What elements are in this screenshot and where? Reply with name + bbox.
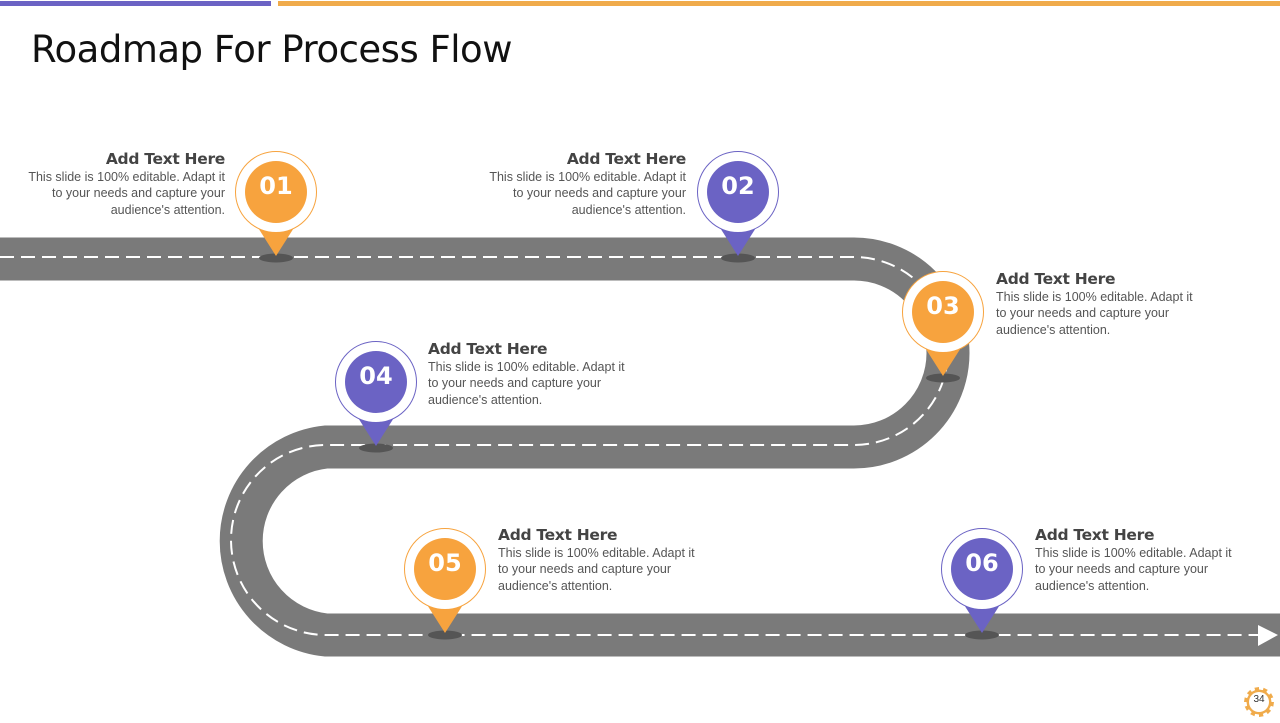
pin-inner-circle xyxy=(345,351,407,413)
step-heading: Add Text Here xyxy=(996,270,1116,288)
step-number: 05 xyxy=(428,549,462,577)
pin-shadow xyxy=(428,630,462,640)
step-description: This slide is 100% editable. Adapt it to… xyxy=(428,360,625,407)
step-heading: Add Text Here xyxy=(566,150,686,168)
pin-inner-circle xyxy=(912,281,974,343)
gear-icon xyxy=(1244,687,1274,717)
step-marker-04: 04 xyxy=(334,340,418,454)
pin-inner-circle xyxy=(414,538,476,600)
pin-shadow xyxy=(359,443,393,453)
slide-title: Roadmap For Process Flow xyxy=(31,28,512,71)
pin-inner-circle xyxy=(707,161,769,223)
step-text-01: Add Text Here This slide is 100% editabl… xyxy=(25,150,225,218)
step-marker-02: 02 xyxy=(696,150,780,264)
pin-shadow xyxy=(965,630,999,640)
pin-inner-circle xyxy=(245,161,307,223)
step-text-05: Add Text Here This slide is 100% editabl… xyxy=(498,526,698,594)
pin-shadow xyxy=(721,253,755,263)
page-number-badge: 34 xyxy=(1243,686,1275,718)
step-number: 04 xyxy=(359,362,393,390)
map-pin-icon xyxy=(697,151,779,263)
map-pin-icon xyxy=(235,151,317,263)
step-number: 06 xyxy=(965,549,999,577)
step-description: This slide is 100% editable. Adapt it to… xyxy=(996,290,1193,337)
pin-shadow xyxy=(259,253,293,263)
road-arrow-icon xyxy=(1258,625,1278,646)
pin-shadow xyxy=(926,373,960,383)
step-marker-05: 05 xyxy=(403,527,487,641)
step-description: This slide is 100% editable. Adapt it to… xyxy=(498,546,695,593)
step-heading: Add Text Here xyxy=(105,150,225,168)
step-number: 02 xyxy=(721,172,755,200)
step-text-06: Add Text Here This slide is 100% editabl… xyxy=(1035,526,1235,594)
step-number: 01 xyxy=(259,172,293,200)
top-accent-bar-purple xyxy=(0,1,271,6)
step-heading: Add Text Here xyxy=(1035,526,1155,544)
map-pin-icon xyxy=(335,341,417,453)
step-text-04: Add Text Here This slide is 100% editabl… xyxy=(428,340,628,408)
map-pin-icon xyxy=(941,528,1023,640)
step-heading: Add Text Here xyxy=(498,526,618,544)
step-number: 03 xyxy=(926,292,960,320)
top-accent-bar-orange xyxy=(278,1,1280,6)
step-marker-06: 06 xyxy=(940,527,1024,641)
step-marker-03: 03 xyxy=(901,270,985,384)
step-marker-01: 01 xyxy=(234,150,318,264)
step-description: This slide is 100% editable. Adapt it to… xyxy=(1035,546,1232,593)
step-heading: Add Text Here xyxy=(428,340,548,358)
step-description: This slide is 100% editable. Adapt it to… xyxy=(489,170,686,217)
map-pin-icon xyxy=(404,528,486,640)
step-text-03: Add Text Here This slide is 100% editabl… xyxy=(996,270,1196,338)
page-number: 34 xyxy=(1253,694,1265,705)
step-text-02: Add Text Here This slide is 100% editabl… xyxy=(486,150,686,218)
step-description: This slide is 100% editable. Adapt it to… xyxy=(28,170,225,217)
map-pin-icon xyxy=(902,271,984,383)
pin-inner-circle xyxy=(951,538,1013,600)
